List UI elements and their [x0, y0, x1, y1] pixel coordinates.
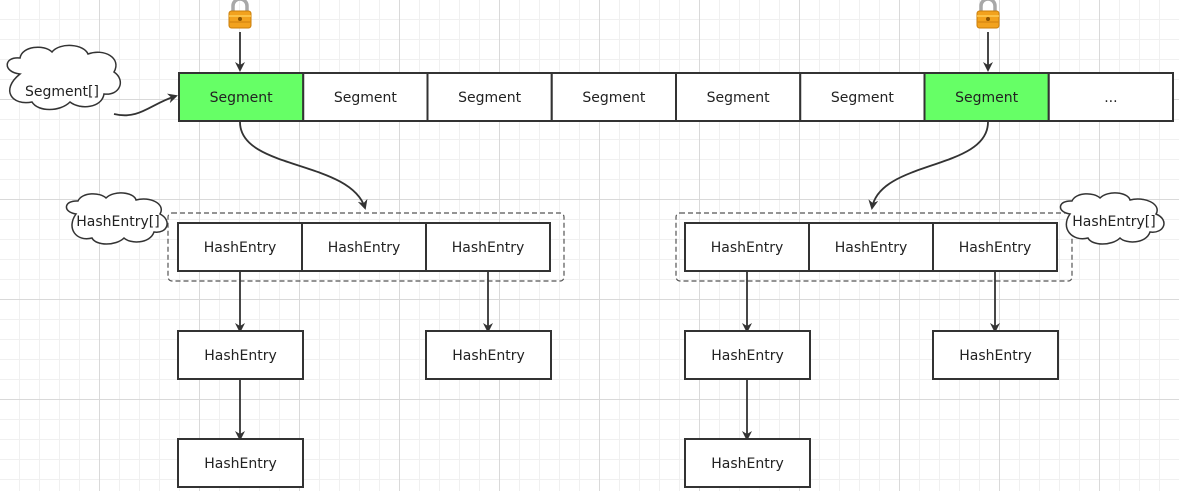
segment-cell-label: Segment	[582, 90, 646, 106]
hashentry-table-cell: HashEntry	[301, 222, 427, 272]
hashentry-table-cell: HashEntry	[808, 222, 934, 272]
segment-cell: Segment	[675, 72, 802, 122]
segment-cell-rect	[426, 72, 553, 122]
hashentry-chain-node-label: HashEntry	[959, 348, 1032, 364]
hashentry-chain-node: HashEntry	[177, 438, 304, 488]
lock-icon	[227, 0, 253, 30]
segment-cell-label: ...	[1104, 90, 1117, 106]
segment-cell-label: Segment	[831, 90, 895, 106]
hashentry-table-cell-label: HashEntry	[711, 240, 784, 256]
segment-cell: Segment	[550, 72, 677, 122]
segment-cell: Segment	[426, 72, 553, 122]
hashentry-chain-node: HashEntry	[684, 438, 811, 488]
hashentry-chain-node-rect	[932, 330, 1059, 380]
segment-cell-label: Segment	[707, 90, 771, 106]
segment-cell: Segment	[799, 72, 926, 122]
hashentry-array-label-left: HashEntry[]	[76, 214, 159, 230]
segment-cell-label: Segment	[955, 90, 1019, 106]
hashentry-table-cell-rect	[808, 222, 934, 272]
hashentry-array-label-right: HashEntry[]	[1072, 214, 1155, 230]
segment-cell: Segment	[923, 72, 1050, 122]
hashentry-chain-node: HashEntry	[425, 330, 552, 380]
hashentry-chain-node: HashEntry	[177, 330, 304, 380]
segment-cell-label: Segment	[210, 90, 274, 106]
segment-cell-rect	[799, 72, 926, 122]
hashentry-table-cell-label: HashEntry	[204, 240, 277, 256]
hashentry-chain-node-label: HashEntry	[452, 348, 525, 364]
hashentry-table-cell-label: HashEntry	[452, 240, 525, 256]
hashentry-table-container-left	[167, 212, 565, 282]
hashentry-table-cell: HashEntry	[177, 222, 303, 272]
hashentry-array-cloud-right: HashEntry[]	[1059, 192, 1165, 245]
hashentry-chain-node-rect	[684, 330, 811, 380]
segment-to-table-arrow-left	[239, 121, 368, 210]
segment-to-table-arrow-right	[868, 121, 989, 210]
hashentry-chain-node-label: HashEntry	[204, 348, 277, 364]
hashentry-table-container-right	[675, 212, 1073, 282]
hashentry-chain-node-label: HashEntry	[711, 456, 784, 472]
hashentry-chain-node-rect	[684, 438, 811, 488]
lock-icon	[975, 0, 1001, 30]
hashentry-table-cell: HashEntry	[684, 222, 810, 272]
segment-cell-rect	[1047, 72, 1174, 122]
segment-array: Segment Segment Segment Segment Segment Segme…	[178, 72, 1174, 122]
segment-cell-rect	[923, 72, 1050, 122]
segment-cell: Segment	[302, 72, 429, 122]
hashentry-table-cell-rect	[932, 222, 1058, 272]
segment-cell-label: Segment	[458, 90, 522, 106]
hashentry-table-cell-rect	[425, 222, 551, 272]
hashentry-chain-node-rect	[177, 330, 304, 380]
hashentry-table-cell-label: HashEntry	[328, 240, 401, 256]
hashentry-table-cell-rect	[301, 222, 427, 272]
hashentry-table-cell-label: HashEntry	[835, 240, 908, 256]
hashentry-chain-node-label: HashEntry	[711, 348, 784, 364]
hashentry-array-cloud-left: HashEntry[]	[65, 192, 168, 245]
cloud-pointer-arrow	[113, 93, 178, 117]
hashentry-table-cell: HashEntry	[425, 222, 551, 272]
segment-array-label: Segment[]	[25, 84, 99, 100]
hashentry-chain-node: HashEntry	[932, 330, 1059, 380]
segment-array-cloud: Segment[]	[6, 44, 122, 111]
segment-cell: ...	[1047, 72, 1174, 122]
hashentry-chain-node-rect	[177, 438, 304, 488]
segment-cell-label: Segment	[334, 90, 398, 106]
hashentry-chain-node-label: HashEntry	[204, 456, 277, 472]
hashentry-chain-node-rect	[425, 330, 552, 380]
segment-cell-rect	[550, 72, 677, 122]
hashentry-table-cell: HashEntry	[932, 222, 1058, 272]
hashentry-chain-node: HashEntry	[684, 330, 811, 380]
segment-cell: Segment	[178, 72, 305, 122]
hashentry-table-cell-label: HashEntry	[959, 240, 1032, 256]
